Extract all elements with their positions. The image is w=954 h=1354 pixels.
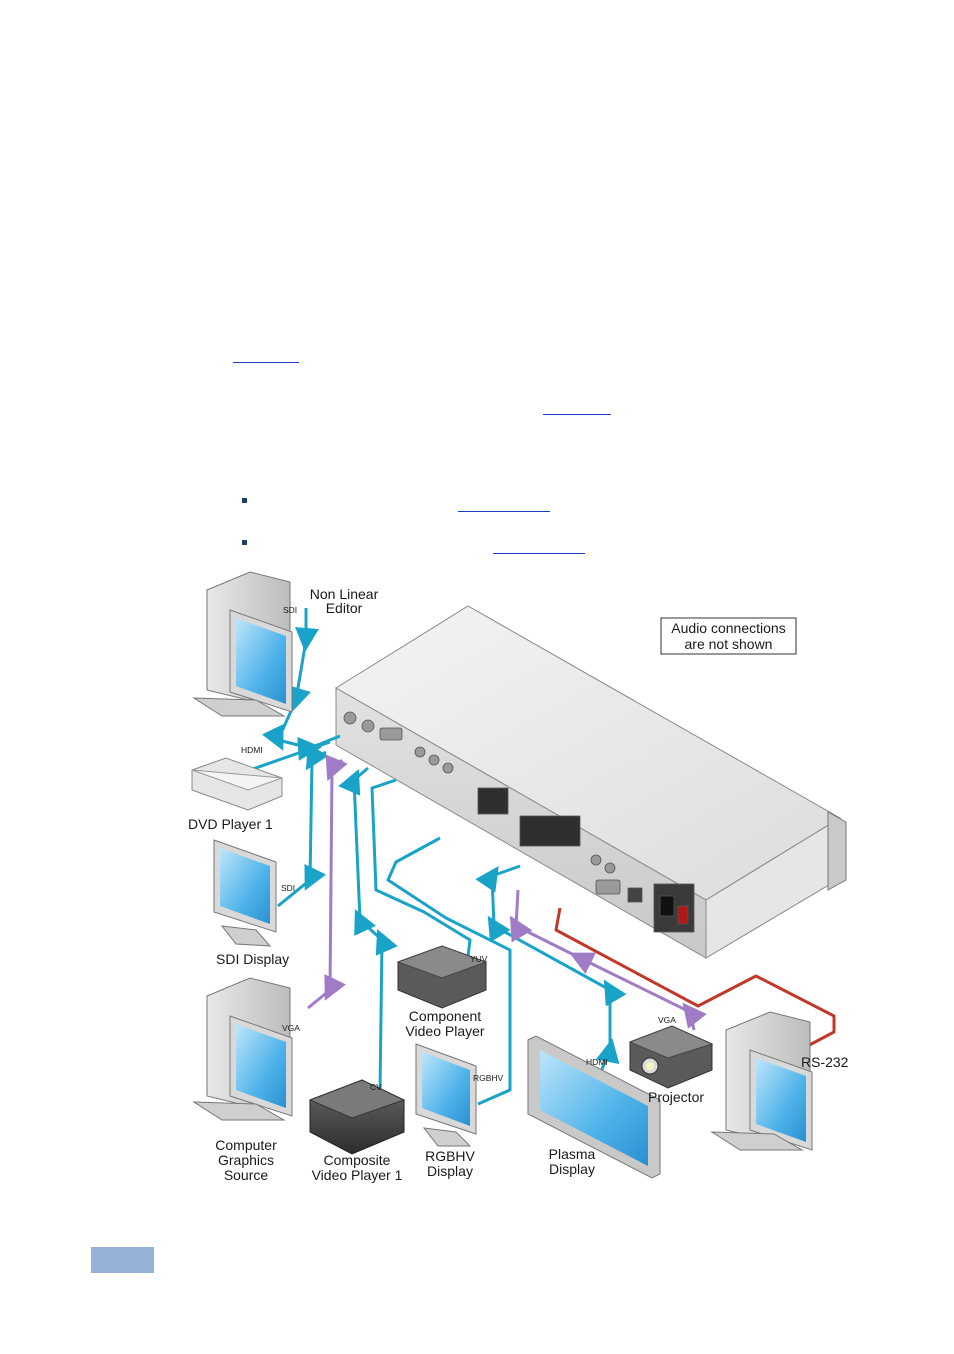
svg-text:YUV: YUV bbox=[470, 954, 488, 964]
svg-text:Video Player: Video Player bbox=[405, 1023, 484, 1039]
svg-text:are not shown: are not shown bbox=[685, 636, 773, 652]
bullet-icon bbox=[242, 540, 247, 545]
svg-text:RGBHV: RGBHV bbox=[473, 1073, 504, 1083]
cable-yuv bbox=[370, 778, 472, 957]
cable-rgbhv bbox=[386, 836, 512, 1106]
svg-text:Audio connections: Audio connections bbox=[671, 620, 785, 636]
svg-text:Composite: Composite bbox=[324, 1152, 391, 1168]
svg-text:DVD Player 1: DVD Player 1 bbox=[188, 816, 273, 832]
note-box: Audio connections are not shown bbox=[660, 617, 797, 655]
cable-cv bbox=[338, 766, 398, 1093]
svg-text:VGA: VGA bbox=[658, 1015, 676, 1025]
svg-text:RGBHV: RGBHV bbox=[425, 1148, 475, 1164]
svg-text:Computer: Computer bbox=[215, 1137, 277, 1153]
svg-text:Editor: Editor bbox=[326, 600, 363, 616]
hyperlink-2[interactable] bbox=[543, 414, 611, 415]
svg-text:HDMI: HDMI bbox=[241, 745, 263, 755]
projector: VGA Projector bbox=[628, 1015, 714, 1105]
svg-text:HDMI: HDMI bbox=[586, 1057, 608, 1067]
computer-graphics-source-pc: VGA Computer Graphics Source bbox=[192, 977, 300, 1183]
svg-text:Display: Display bbox=[427, 1163, 473, 1179]
svg-text:Source: Source bbox=[224, 1167, 269, 1183]
cable-rs232 bbox=[554, 907, 836, 1052]
svg-text:Non Linear: Non Linear bbox=[310, 586, 379, 602]
svg-text:Component: Component bbox=[409, 1008, 481, 1024]
svg-text:CV: CV bbox=[370, 1082, 382, 1092]
svg-text:SDI: SDI bbox=[281, 883, 295, 893]
dvd-player: HDMI DVD Player 1 bbox=[188, 745, 283, 832]
svg-text:Graphics: Graphics bbox=[218, 1152, 274, 1168]
cable-vga-in bbox=[307, 754, 348, 1010]
cables bbox=[249, 608, 836, 1106]
hyperlink-3[interactable] bbox=[458, 511, 550, 512]
cable-sdi-out bbox=[277, 743, 329, 908]
svg-text:Plasma: Plasma bbox=[549, 1146, 596, 1162]
svg-text:VGA: VGA bbox=[282, 1023, 300, 1033]
svg-text:Display: Display bbox=[549, 1161, 595, 1177]
rs232-controller-pc: RS-232 bbox=[710, 1011, 849, 1151]
composite-video-player: CV Composite Video Player 1 bbox=[308, 1079, 406, 1183]
svg-text:SDI: SDI bbox=[283, 605, 297, 615]
svg-text:Video Player 1: Video Player 1 bbox=[312, 1167, 403, 1183]
svg-text:RS-232: RS-232 bbox=[801, 1054, 849, 1070]
page-number-tab bbox=[91, 1247, 154, 1273]
plasma-display: HDMI Plasma Display bbox=[527, 1035, 661, 1179]
non-linear-editor-pc: SDI Non Linear Editor bbox=[192, 571, 379, 717]
component-video-player: YUV Component Video Player bbox=[396, 945, 488, 1039]
hyperlink-1[interactable] bbox=[233, 362, 299, 363]
svg-text:SDI Display: SDI Display bbox=[216, 951, 289, 967]
cable-vga-out bbox=[509, 889, 707, 1031]
rgbhv-display-monitor: RGBHV RGBHV Display bbox=[415, 1043, 504, 1179]
sdi-display-monitor: SDI SDI Display bbox=[213, 839, 295, 967]
svg-text:Projector: Projector bbox=[648, 1089, 704, 1105]
bullet-icon bbox=[242, 498, 247, 503]
hyperlink-4[interactable] bbox=[493, 553, 585, 554]
